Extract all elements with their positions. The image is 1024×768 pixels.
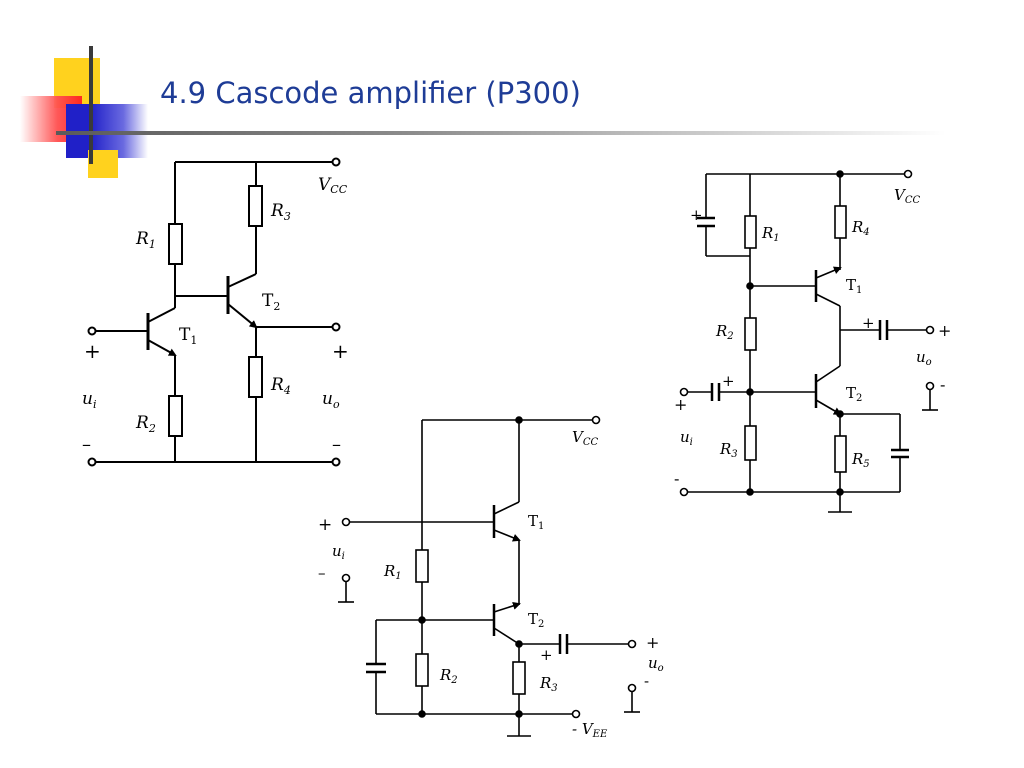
c1-r1-label: R1 [135, 229, 156, 251]
circuit-1 [87, 157, 341, 467]
c2-out-plus: + [938, 321, 951, 340]
c3-r1-label: R1 [383, 562, 402, 582]
resistor-r2 [168, 395, 183, 437]
c1-in-minus: – [82, 434, 91, 455]
c2-ui-label: ui [680, 428, 693, 448]
c3-vee-label: - VEE [572, 720, 608, 740]
transistor-t1 [146, 307, 177, 356]
c3-out-plus: + [646, 633, 659, 652]
c2-in-plus: + [674, 395, 687, 414]
c2-in-cap-plus: + [722, 372, 735, 390]
c2-in-minus: - [674, 469, 679, 488]
title-underline [56, 131, 946, 135]
c1-t1-label: T1 [179, 325, 197, 347]
slide-title: 4.9 Cascode amplifier (P300) [160, 76, 581, 110]
transistor-t1-c2 [814, 266, 842, 307]
deco-vertical-bar [89, 46, 93, 164]
c1-r2-label: R2 [135, 413, 156, 435]
c2-r5-label: R5 [851, 450, 870, 470]
c3-r3-label: R3 [539, 674, 558, 694]
transistor-t2 [226, 273, 258, 329]
circuit-2-labels: VCC + R1 R4 T1 R2 + + uo - + T2 + ui R3 … [674, 186, 951, 488]
c1-r4-label: R4 [270, 375, 291, 397]
c2-r3-label: R3 [719, 440, 738, 460]
c1-uo-label: uo [322, 389, 340, 411]
resistor-r2-c2 [744, 317, 757, 351]
resistor-r1-c2 [744, 215, 757, 249]
circuit-2 [679, 169, 938, 513]
resistor-r4 [248, 356, 263, 398]
c2-r2-label: R2 [715, 322, 734, 342]
resistor-r1 [168, 223, 183, 265]
c1-ui-label: ui [82, 389, 96, 411]
c2-out-cap-plus: + [862, 314, 875, 332]
deco-yellow-lower [88, 150, 118, 178]
c1-in-plus: + [84, 339, 101, 363]
resistor-r3-c3 [512, 661, 526, 695]
c2-r4-label: R4 [851, 218, 870, 238]
c2-t2-label: T2 [846, 384, 862, 404]
circuit-3 [338, 415, 640, 737]
c2-out-minus: - [940, 375, 945, 394]
c1-out-plus: + [332, 339, 349, 363]
transistor-t1-c3 [492, 501, 521, 542]
c3-uo-label: uo [648, 654, 664, 674]
resistor-r5-c2 [834, 435, 847, 473]
c2-vcc-label: VCC [894, 186, 920, 206]
c1-r3-label: R3 [270, 201, 291, 223]
circuit-1-labels: VCC R1 R3 T2 T1 R4 R2 + ui – + uo – [82, 175, 349, 455]
c2-cap-plus: + [690, 206, 703, 224]
c2-r1-label: R1 [761, 224, 780, 244]
c1-t2-label: T2 [262, 291, 280, 313]
transistor-t2-c2 [814, 365, 842, 416]
c2-uo-label: uo [916, 348, 932, 368]
resistor-r4-c2 [834, 205, 847, 239]
resistor-r1-c3 [415, 549, 429, 583]
c3-cap-plus: + [540, 646, 553, 664]
c3-out-minus: - [644, 672, 649, 690]
c3-r2-label: R2 [439, 666, 458, 686]
c3-t1-label: T1 [528, 512, 544, 532]
c3-vcc-label: VCC [572, 428, 598, 448]
resistor-r3-c2 [744, 425, 757, 461]
c3-in-plus: + [318, 515, 332, 535]
transistor-t2-c3 [492, 602, 521, 645]
circuit-3-labels: VCC + T1 ui R1 – T2 + + uo R2 - R3 - VEE [318, 428, 664, 740]
c3-ui-label: ui [332, 542, 345, 562]
c2-t1-label: T1 [846, 276, 862, 296]
c3-in-minus: – [318, 564, 326, 582]
resistor-r2-c3 [415, 653, 429, 687]
c1-out-minus: – [332, 434, 341, 455]
resistor-r3 [248, 185, 263, 227]
c1-vcc-label: VCC [318, 175, 348, 196]
c3-t2-label: T2 [528, 610, 544, 630]
